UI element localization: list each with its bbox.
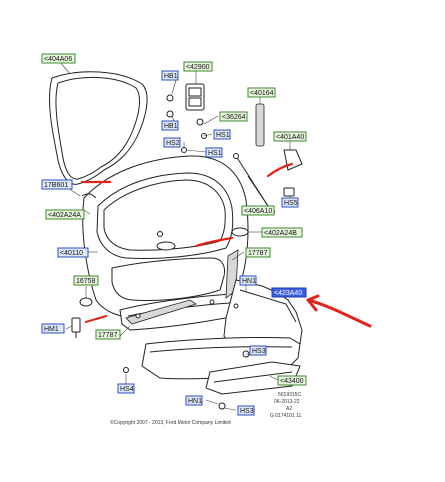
svg-text:HN1: HN1 [188, 398, 202, 405]
label-hn1-upper[interactable]: HN1 [239, 275, 257, 286]
svg-text:17787: 17787 [248, 250, 268, 257]
svg-text:<402A24A: <402A24A [48, 212, 81, 219]
label-hs2[interactable]: HS2 [163, 137, 181, 148]
svg-text:<43400: <43400 [280, 378, 304, 385]
red-arrow [306, 294, 372, 328]
bracket-401a40 [283, 149, 303, 197]
svg-text:<402A24B: <402A24B [264, 230, 297, 237]
svg-text:<40164: <40164 [250, 90, 274, 97]
svg-text:HS4: HS4 [120, 386, 134, 393]
svg-text:HS3: HS3 [240, 408, 254, 415]
svg-text:<406A10: <406A10 [244, 208, 272, 215]
svg-text:HM1: HM1 [44, 326, 59, 333]
label-hn1-lower[interactable]: HN1 [185, 395, 203, 406]
latch-hm1 [71, 317, 81, 338]
red-mark-hm1 [84, 314, 108, 324]
label-40164[interactable]: <40164 [247, 87, 276, 98]
svg-text:HS1: HS1 [216, 132, 230, 139]
label-17787-lower[interactable]: 17787 [95, 329, 121, 340]
footer-codes: 5019315C 06-2013-22 A2 G 0174101 11 ©Cop… [110, 392, 302, 426]
svg-text:<404A06: <404A06 [44, 56, 72, 63]
bump-stop [231, 227, 249, 237]
svg-text:17B601: 17B601 [44, 182, 68, 189]
footer-code-2: 06-2013-22 [274, 399, 300, 405]
label-402a24a[interactable]: <402A24A [45, 209, 85, 220]
lower-valance [141, 336, 301, 395]
svg-text:HS2: HS2 [166, 140, 180, 147]
label-hb1-top[interactable]: HB1 [161, 70, 179, 81]
label-hs3-upper[interactable]: HS3 [249, 345, 267, 356]
rubber-stopper [79, 297, 93, 307]
label-hs1-upper[interactable]: HS1 [213, 129, 231, 140]
footer-copyright: ©Copyright 2007 - 2013, Ford Motor Compa… [110, 419, 231, 426]
svg-text:<423A40: <423A40 [274, 290, 302, 297]
label-402a24b[interactable]: <402A24B [261, 227, 303, 238]
label-42900[interactable]: <42900 [183, 61, 213, 72]
svg-text:<42900: <42900 [186, 64, 210, 71]
svg-text:<401A40: <401A40 [276, 134, 304, 141]
door-seal-weatherstrip [49, 71, 148, 185]
svg-text:HB1: HB1 [164, 123, 178, 130]
label-hs4[interactable]: HS4 [117, 383, 135, 394]
svg-text:HS3: HS3 [252, 348, 266, 355]
label-401a40[interactable]: <401A40 [273, 131, 307, 142]
tailgate-panel [82, 155, 249, 319]
red-mark-tailgate [194, 236, 234, 248]
lower-bracket [125, 299, 197, 325]
label-hs1-lower[interactable]: HS1 [205, 147, 223, 158]
label-17787-upper[interactable]: 17787 [245, 247, 271, 258]
red-mark-strut [266, 162, 294, 178]
label-16758[interactable]: 16758 [73, 275, 99, 286]
label-40110[interactable]: <40110 [57, 247, 89, 258]
clip-17b601 [81, 193, 97, 199]
label-hb1-bottom[interactable]: HB1 [161, 120, 179, 131]
footer-code-4: G 0174101 11 [270, 413, 302, 419]
svg-text:<36264: <36264 [222, 114, 246, 121]
label-406a10[interactable]: <406A10 [241, 205, 275, 216]
trim-strip-40164 [255, 103, 265, 147]
svg-text:17787: 17787 [98, 332, 118, 339]
label-36264[interactable]: <36264 [219, 111, 248, 122]
svg-text:HS5: HS5 [284, 200, 298, 207]
svg-text:HB1: HB1 [164, 73, 178, 80]
label-hs3-lower[interactable]: HS3 [237, 405, 255, 416]
label-43400[interactable]: <43400 [277, 375, 307, 386]
svg-text:<40110: <40110 [60, 250, 83, 257]
svg-text:HS1: HS1 [208, 150, 222, 157]
svg-text:HN1: HN1 [242, 278, 256, 285]
label-17b601[interactable]: 17B601 [41, 179, 73, 190]
hinge-assembly [166, 83, 207, 153]
footer-code-1: 5019315C [278, 392, 301, 398]
label-hs5[interactable]: HS5 [281, 197, 299, 208]
label-404a06[interactable]: <404A06 [41, 53, 76, 64]
label-423a40[interactable]: <423A40 [271, 287, 307, 298]
label-hm1[interactable]: HM1 [41, 323, 65, 334]
svg-text:16758: 16758 [76, 278, 96, 285]
footer-code-3: A2 [286, 406, 292, 412]
